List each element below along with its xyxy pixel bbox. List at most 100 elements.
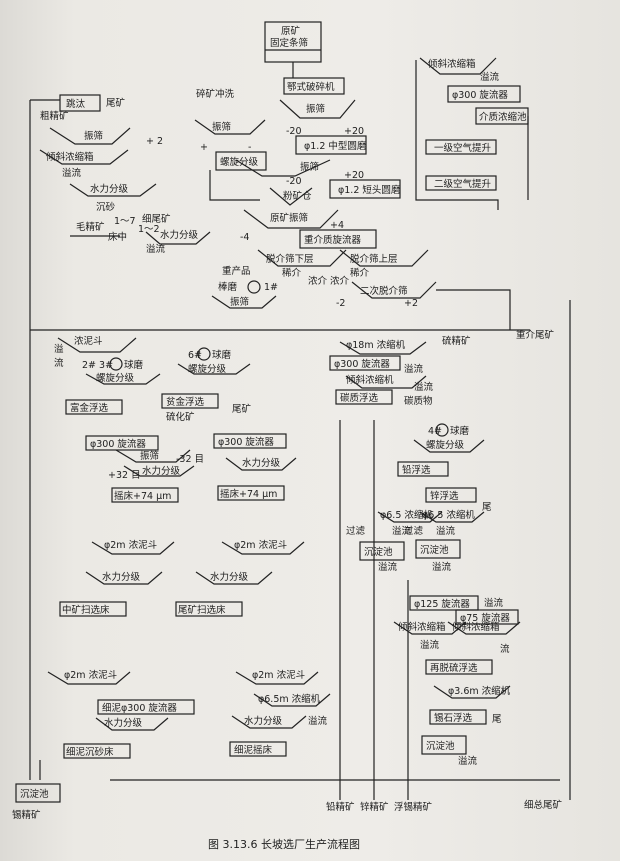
carb-mat: 碳质物: [404, 395, 433, 407]
ball-23: 2# 3#: [82, 360, 113, 371]
plus20-label: +20: [344, 126, 364, 137]
tail-jig-label: 尾矿: [106, 97, 126, 109]
table-1-7: 1～7: [114, 216, 136, 227]
thick-2: 浓介: [330, 275, 350, 287]
filter-b: 过滤: [404, 525, 424, 537]
mid-sweep-label: 中矿扫选床: [62, 604, 110, 616]
cone-2d-label: φ2m 浓泥斗: [252, 669, 305, 681]
overflow-125: 溢流: [484, 597, 504, 609]
hm-cyclone-label: 重介质旋流器: [304, 234, 362, 246]
incl-mid-shape: [345, 375, 427, 389]
cone-2b-shape: [221, 541, 305, 555]
minus2-label: -2: [336, 298, 345, 309]
spiral-top-label: 螺旋分级: [220, 156, 259, 168]
fine-tail-total: 细总尾矿: [524, 799, 563, 811]
mesh-minus: -32 目: [176, 454, 204, 465]
thick-1: 浓介: [308, 275, 328, 287]
hydro-left-label: 水力分级: [90, 183, 129, 195]
spiral-r-label: 螺旋分级: [426, 439, 465, 451]
cone-2c-shape: [47, 671, 131, 685]
tin-flot-box: [429, 709, 487, 725]
lead-flot-box: [397, 461, 449, 477]
screen-a-shape: [115, 449, 191, 463]
heavy-product: 重产品: [222, 265, 251, 277]
tail-zinc: 尾: [482, 502, 492, 513]
second-dm-label: 二次脱介筛: [360, 285, 408, 297]
thick-65b-label: φ6.5 浓缩机: [422, 509, 475, 521]
cyclone-top-label: φ300 旋流器: [452, 89, 508, 101]
airlift-2-label: 二级空气提升: [434, 178, 492, 190]
settle-bottom-box: [15, 783, 61, 803]
overflow-left: 溢流: [62, 167, 82, 179]
tail-tin: 尾: [492, 714, 502, 725]
cyc-125-box: [409, 595, 479, 611]
ball-4: 4#: [428, 426, 442, 437]
plus20b-label: +20: [344, 170, 364, 181]
cone-2c-label: φ2m 浓泥斗: [64, 669, 117, 681]
flow-line: [436, 289, 511, 330]
heavy-medium-section: 重介质旋流器 脱介筛下层 脱介筛上层 稀介 浓介 稀介 浓介 二次脱介筛 -2 …: [211, 229, 555, 341]
settle-a-label: 沉淀池: [364, 546, 393, 558]
zinc-flot-label: 锌浮选: [430, 490, 459, 502]
cyc-b-box: [213, 433, 287, 449]
spiral-mid-label: 螺旋分级: [96, 372, 135, 384]
incl-c-shape: [393, 621, 467, 635]
overflow-mid2: 溢流: [414, 381, 434, 393]
spiral-r-shape: [413, 439, 485, 453]
tail-sweep-box: [175, 601, 243, 617]
flow-line: [415, 60, 499, 210]
spiral-mid-shape: [85, 373, 161, 385]
sulfide-conc: 硫精矿: [442, 335, 471, 347]
coarse-conc-label: 粗精矿: [40, 110, 69, 122]
rich-flot-label: 富金浮选: [70, 402, 109, 414]
cyc-a-box: [85, 435, 159, 451]
minus20-label: -20: [286, 126, 302, 137]
fine-table-label: 细泥摇床: [234, 744, 273, 756]
thick-18-label: φ18m 浓缩机: [346, 339, 406, 351]
medium-thick-label: 介质浓缩池: [479, 111, 527, 123]
incl-left-label: 倾斜浓缩箱: [46, 151, 94, 163]
dm-lower-label: 脱介筛下层: [266, 253, 314, 265]
second-dm-shape: [351, 281, 437, 299]
cyclone-top-box: [447, 85, 521, 103]
overflow-mid: 溢流: [404, 363, 424, 375]
table-b-box: [217, 485, 285, 501]
cyc-a-label: φ300 旋流器: [90, 438, 146, 450]
flow-c: 流: [500, 643, 510, 655]
redesulf-label: 再脱硫浮选: [430, 662, 478, 674]
overflow-tin: 溢流: [458, 755, 478, 767]
thick-18-shape: [339, 341, 427, 355]
zinc-conc: 锌精矿: [360, 801, 389, 813]
hydro-e-label: 水力分级: [104, 717, 143, 729]
jaw-crusher-label: 鄂式破碎机: [287, 81, 335, 93]
hydro-a-label: 水力分级: [142, 465, 181, 477]
fine-sand-box: [63, 743, 131, 759]
plus4-label: +4: [330, 220, 344, 231]
hydro-d-shape: [195, 571, 273, 585]
cyc-mid-label: φ300 旋流器: [334, 358, 390, 370]
tail-ore-mid: 尾矿: [232, 403, 252, 415]
plus2-label: + 2: [146, 136, 163, 147]
dm-upper-shape: [339, 249, 429, 267]
settle-tin-box: [421, 735, 467, 755]
thick-65c-shape: [253, 693, 331, 707]
table-a-label: 摇床+74 μm: [114, 490, 171, 502]
jig-box: [59, 94, 101, 112]
screen-rod-shape: [211, 295, 277, 309]
redesulf-box: [425, 659, 493, 675]
minus4-label: -4: [240, 232, 249, 243]
fine-slime-section: φ2m 浓泥斗 φ2m 浓泥斗 细泥φ300 旋流器 水力分级 φ6.5m 浓缩…: [15, 669, 331, 803]
fine-cyc-box: [97, 699, 195, 715]
mesh-plus: +32 目: [108, 470, 141, 481]
flow-cone: 流: [54, 357, 64, 369]
tail-sweep-label: 尾矿扫选床: [178, 604, 226, 616]
tin-section: φ125 旋流器 φ75 旋流器 溢流 倾斜浓缩箱 倾斜浓缩箱 溢流 流 再脱硫…: [393, 595, 521, 767]
lead-conc: 铅精矿: [326, 801, 355, 813]
raw-screen-shape: [243, 209, 339, 229]
flow-line: [209, 170, 260, 201]
ball-23-label: 球磨: [124, 359, 144, 371]
airlift-2-box: [425, 175, 497, 191]
hydro-c-label: 水力分级: [102, 571, 141, 583]
overflow-top: 溢流: [480, 71, 500, 83]
settle-a-box: [359, 541, 405, 561]
